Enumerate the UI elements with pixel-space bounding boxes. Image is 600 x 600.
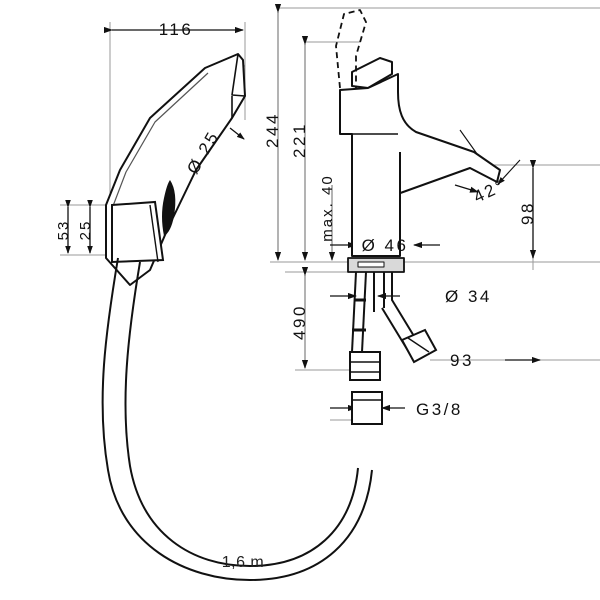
spray-head-face [231,53,246,97]
label-244: 244 [263,112,282,148]
wall-bracket [111,200,165,264]
flexible-hose [101,257,373,582]
shank-left-inner [361,271,367,353]
faucet-assembly [335,9,501,273]
label-53: 53 [55,220,72,241]
lever-handle-open [335,9,367,89]
dim-42-pointer [454,184,479,193]
hose-inner [124,261,359,568]
branch-fitting [349,328,438,425]
label-46: Ø 46 [362,236,409,255]
shank-right-diag [391,272,421,347]
label-116: 116 [159,20,194,39]
label-34: Ø 34 [445,287,492,306]
bracket-body [111,200,165,264]
dim-25dia-bot [229,127,245,140]
faucet-base-slot [357,261,385,268]
label-25: 25 [77,220,94,241]
shank-left-outer [351,271,357,353]
spray-head-trigger [162,180,176,236]
label-490: 490 [290,304,309,340]
label-221: 221 [290,122,309,158]
hose-outer [101,257,373,582]
branch-nut-band [407,337,430,353]
label-max-40: max. 40 [319,174,336,241]
label-42-deg: 42° [471,175,509,206]
label-93: 93 [450,351,474,370]
lever-handle-closed [351,57,393,89]
bracket-edge [149,204,159,263]
g38-nut [351,391,383,425]
spray-head-highlight [112,72,209,207]
label-g38: G3/8 [416,400,463,419]
label-98: 98 [518,201,537,225]
faucet-base-collar [351,152,401,257]
dim-42-leader-b [497,159,521,185]
tee-body [349,351,381,381]
dimension-labels: 116 Ø 25 53 25 244 221 max. 40 Ø 46 Ø 34… [55,20,537,571]
label-hose-length: 1,6 m [222,554,265,571]
